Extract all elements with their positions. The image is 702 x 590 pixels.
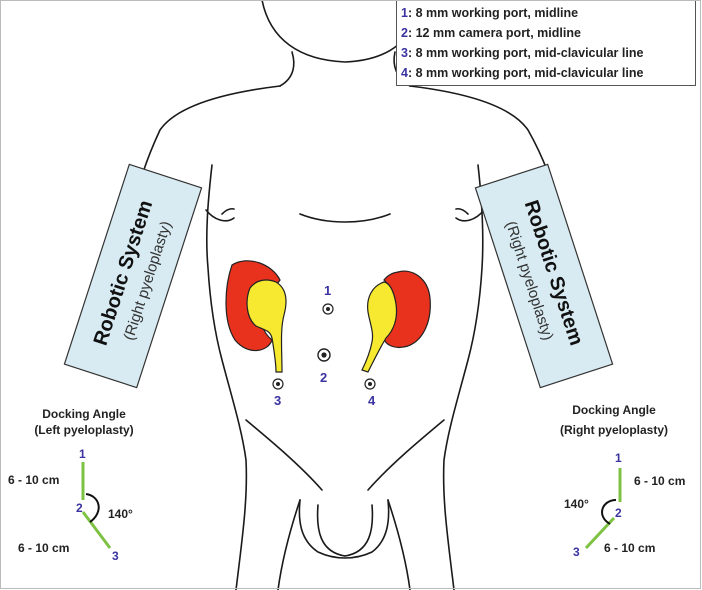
docking-left: Docking Angle (Left pyeloplasty) 1 2 3 6… [8, 407, 134, 563]
docking-left-point-1: 1 [79, 447, 86, 461]
legend-text: : 8 mm working port, mid-clavicular line [407, 66, 644, 80]
docking-right: Docking Angle (Right pyeloplasty) 1 2 3 … [560, 403, 685, 559]
docking-left-distance-upper: 6 - 10 cm [8, 473, 59, 487]
docking-right-point-3: 3 [573, 545, 580, 559]
legend-number: 1 [401, 6, 408, 20]
legend-number: 2 [401, 26, 408, 40]
docking-left-segment-lower [81, 511, 112, 549]
body-outline [131, 0, 561, 590]
legend-text: : 12 mm camera port, midline [407, 26, 581, 40]
legend-text: : 8 mm working port, mid-clavicular line [407, 46, 644, 60]
right-kidney [361, 270, 431, 373]
robotic-system-right: Robotic System (Right pyeloplasty) [474, 163, 614, 389]
port-legend: 1: 8 mm working port, midline 2: 12 mm c… [396, 0, 696, 86]
docking-right-angle-arc [601, 499, 617, 525]
port-label-2: 2 [320, 370, 327, 385]
legend-number: 3 [401, 46, 408, 60]
legend-item: 4: 8 mm working port, mid-clavicular lin… [401, 63, 695, 83]
docking-left-title-1: Docking Angle [42, 407, 126, 421]
docking-right-point-2: 2 [615, 506, 622, 520]
port-2 [317, 348, 331, 362]
docking-left-title-2: (Left pyeloplasty) [34, 423, 133, 437]
robotic-system-left: Robotic System (Right pyeloplasty) [63, 163, 203, 389]
docking-left-distance-lower: 6 - 10 cm [18, 541, 69, 555]
legend-item: 1: 8 mm working port, midline [401, 3, 695, 23]
docking-right-distance-upper: 6 - 10 cm [634, 474, 685, 488]
docking-left-point-3: 3 [112, 549, 119, 563]
docking-left-angle: 140° [108, 507, 133, 521]
docking-right-point-1: 1 [615, 451, 622, 465]
docking-right-title-2: (Right pyeloplasty) [560, 423, 668, 437]
docking-left-angle-arc [85, 493, 100, 523]
port-4 [364, 378, 376, 390]
docking-right-angle: 140° [564, 497, 589, 511]
docking-right-title-1: Docking Angle [572, 403, 656, 417]
legend-number: 4 [401, 66, 408, 80]
left-kidney [225, 260, 287, 373]
legend-text: : 8 mm working port, midline [407, 6, 579, 20]
docking-right-distance-lower: 6 - 10 cm [604, 541, 655, 555]
port-label-3: 3 [274, 393, 281, 408]
port-1 [322, 303, 334, 315]
port-label-1: 1 [324, 283, 331, 298]
legend-item: 3: 8 mm working port, mid-clavicular lin… [401, 43, 695, 63]
docking-left-point-2: 2 [76, 501, 83, 515]
port-3 [272, 378, 284, 390]
port-label-4: 4 [368, 393, 376, 408]
legend-item: 2: 12 mm camera port, midline [401, 23, 695, 43]
